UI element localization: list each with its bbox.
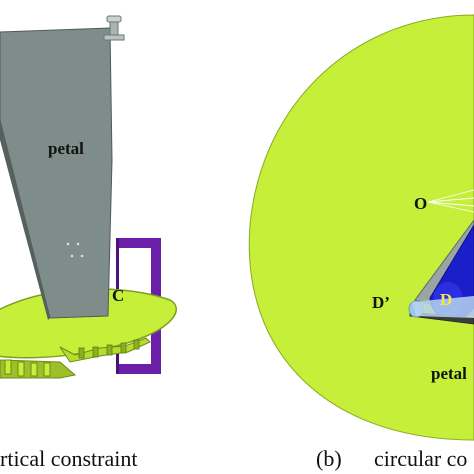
caption-b: circular co (374, 446, 467, 471)
caption-a: rtical constraint (0, 446, 137, 471)
hub-underside (0, 359, 77, 379)
petal-label-a: petal (48, 139, 84, 158)
green-base-disk (0, 288, 177, 363)
center-o-marker (427, 189, 474, 213)
point-label-d-prime: D’ (372, 293, 390, 312)
point-d-prime-marker (408, 296, 474, 318)
green-disk-b (248, 14, 474, 441)
point-label-c: C (112, 286, 124, 305)
caption-b-index: (b) (316, 446, 342, 471)
petal-label-b: petal (431, 364, 467, 383)
bolt-icon (103, 15, 125, 41)
point-label-d: D (440, 290, 452, 309)
panel-b: O D’ D petal (b) circular co (248, 14, 474, 471)
panel-a: petal C rtical constraint (0, 15, 177, 471)
point-label-o: O (414, 194, 427, 213)
